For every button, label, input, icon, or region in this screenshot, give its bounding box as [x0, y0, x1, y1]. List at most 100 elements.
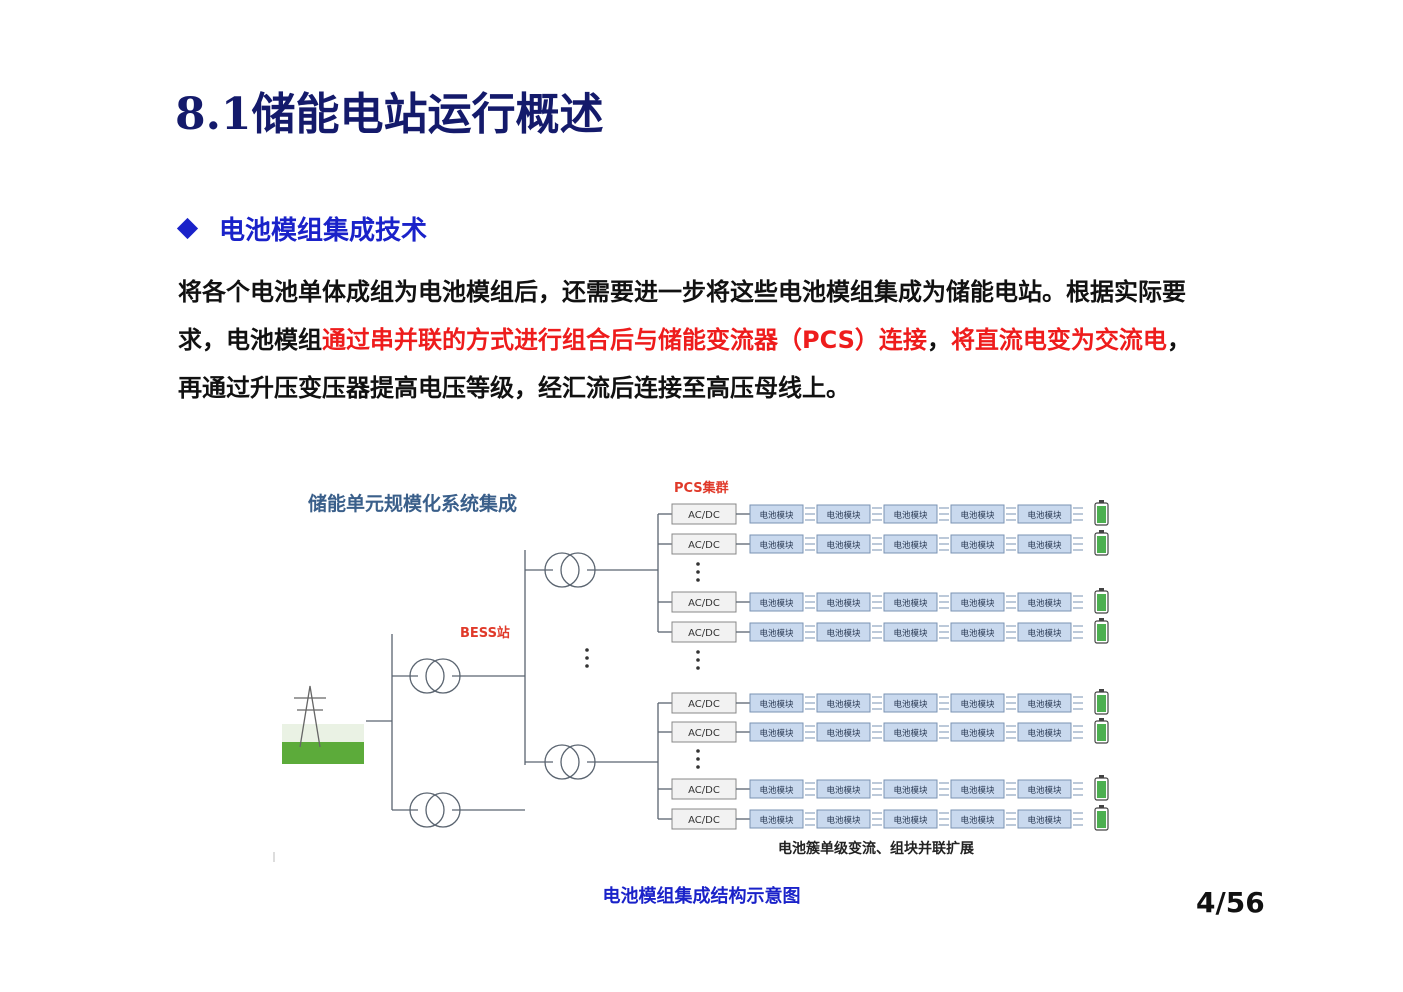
vertical-ellipsis-icon — [696, 757, 700, 761]
vertical-ellipsis-icon — [696, 570, 700, 574]
battery-charge-icon — [1097, 724, 1106, 741]
battery-module-box — [749, 504, 804, 524]
paragraph-text-2: ， — [926, 326, 951, 354]
battery-module-box — [749, 722, 804, 742]
battery-module-label: 电池模块 — [826, 540, 861, 551]
battery-module-box — [816, 809, 871, 829]
battery-module-box — [950, 722, 1005, 742]
battery-module-label: 电池模块 — [960, 728, 995, 739]
battery-module-box — [749, 809, 804, 829]
battery-module-box — [1017, 779, 1072, 799]
battery-module-box — [816, 592, 871, 612]
paragraph-highlight-2: 将直流电变为交流电 — [950, 326, 1167, 354]
battery-module-label: 电池模块 — [893, 785, 928, 796]
battery-module-label: 电池模块 — [1027, 785, 1062, 796]
battery-module-box — [883, 722, 938, 742]
battery-module-label: 电池模块 — [893, 728, 928, 739]
vertical-ellipsis-icon — [585, 656, 589, 660]
battery-module-label: 电池模块 — [893, 815, 928, 826]
power-pylon-icon — [299, 685, 321, 748]
battery-charge-icon — [1097, 506, 1106, 523]
battery-module-box — [1017, 534, 1072, 554]
battery-charge-icon — [1097, 811, 1106, 828]
vertical-ellipsis-icon — [696, 562, 700, 566]
vertical-ellipsis-icon — [696, 666, 700, 670]
battery-module-box — [883, 504, 938, 524]
integration-diagram: 储能单元规模化系统集成 PCS集群 BESS站 电池簇单级变流、组块并联扩展 A… — [270, 472, 1140, 864]
paragraph-highlight-1: 通过串并联的方式进行组合后与储能变流器（PCS）连接 — [322, 326, 927, 354]
vertical-ellipsis-icon — [696, 658, 700, 662]
battery-module-label: 电池模块 — [960, 699, 995, 710]
battery-charge-icon — [1097, 624, 1106, 641]
battery-module-box — [883, 622, 938, 642]
battery-module-label: 电池模块 — [1027, 815, 1062, 826]
battery-terminal-icon — [1099, 718, 1104, 721]
battery-module-box — [816, 504, 871, 524]
battery-module-label: 电池模块 — [759, 699, 794, 710]
vertical-ellipsis-icon — [696, 578, 700, 582]
battery-module-label: 电池模块 — [893, 598, 928, 609]
battery-module-box — [950, 534, 1005, 554]
battery-charge-icon — [1097, 594, 1106, 611]
battery-module-label: 电池模块 — [1027, 510, 1062, 521]
battery-module-label: 电池模块 — [826, 699, 861, 710]
battery-module-box — [950, 779, 1005, 799]
battery-module-label: 电池模块 — [893, 699, 928, 710]
battery-module-label: 电池模块 — [960, 815, 995, 826]
battery-module-label: 电池模块 — [1027, 540, 1062, 551]
battery-module-label: 电池模块 — [759, 510, 794, 521]
battery-module-label: 电池模块 — [960, 540, 995, 551]
battery-terminal-icon — [1099, 805, 1104, 808]
battery-module-box — [749, 622, 804, 642]
battery-module-label: 电池模块 — [1027, 628, 1062, 639]
slide-title: 8.1储能电站运行概述 — [175, 89, 604, 140]
battery-module-box — [1017, 693, 1072, 713]
battery-module-box — [883, 534, 938, 554]
battery-module-box — [816, 622, 871, 642]
battery-module-box — [883, 693, 938, 713]
battery-terminal-icon — [1099, 618, 1104, 621]
battery-module-box — [816, 534, 871, 554]
battery-module-label: 电池模块 — [826, 728, 861, 739]
diagram-title: 储能单元规模化系统集成 — [308, 492, 517, 515]
battery-module-box — [749, 592, 804, 612]
battery-module-box — [749, 779, 804, 799]
diamond-bullet-icon — [176, 217, 199, 240]
battery-terminal-icon — [1099, 500, 1104, 503]
battery-module-label: 电池模块 — [759, 728, 794, 739]
battery-module-box — [749, 693, 804, 713]
battery-module-label: 电池模块 — [960, 598, 995, 609]
acdc-converter-label: AC/DC — [688, 510, 720, 521]
battery-module-label: 电池模块 — [893, 540, 928, 551]
pcs-transformer-1-coil-left — [544, 552, 580, 588]
battery-module-box — [749, 534, 804, 554]
acdc-converter-label: AC/DC — [688, 540, 720, 551]
battery-charge-icon — [1097, 695, 1106, 712]
acdc-converter-label: AC/DC — [688, 699, 720, 710]
battery-terminal-icon — [1099, 775, 1104, 778]
bottom-caption-label: 电池簇单级变流、组块并联扩展 — [778, 840, 974, 857]
bess-transformer-bottom-coil-left — [409, 792, 445, 828]
battery-module-box — [1017, 504, 1072, 524]
battery-module-label: 电池模块 — [1027, 598, 1062, 609]
vertical-ellipsis-icon — [585, 664, 589, 668]
battery-module-box — [1017, 722, 1072, 742]
vertical-ellipsis-icon — [696, 749, 700, 753]
pcs-cluster-label: PCS集群 — [674, 480, 729, 496]
battery-module-box — [950, 809, 1005, 829]
battery-module-box — [950, 622, 1005, 642]
battery-module-box — [816, 693, 871, 713]
battery-module-label: 电池模块 — [759, 598, 794, 609]
battery-module-label: 电池模块 — [960, 510, 995, 521]
battery-module-label: 电池模块 — [893, 628, 928, 639]
vertical-ellipsis-icon — [585, 648, 589, 652]
battery-terminal-icon — [1099, 689, 1104, 692]
battery-module-label: 电池模块 — [759, 628, 794, 639]
battery-module-box — [883, 809, 938, 829]
battery-module-label: 电池模块 — [826, 628, 861, 639]
battery-terminal-icon — [1099, 530, 1104, 533]
battery-module-label: 电池模块 — [1027, 699, 1062, 710]
integration-diagram-svg: 储能单元规模化系统集成 PCS集群 BESS站 电池簇单级变流、组块并联扩展 A… — [273, 480, 1109, 862]
acdc-converter-label: AC/DC — [688, 785, 720, 796]
battery-module-label: 电池模块 — [826, 598, 861, 609]
